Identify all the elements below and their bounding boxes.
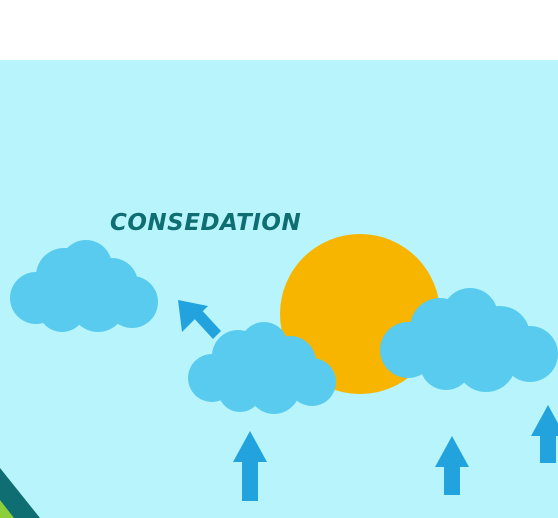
up-arrow-icon (435, 436, 469, 495)
cloud-icon (10, 240, 158, 332)
top-blank-area (0, 0, 558, 60)
up-arrow-icon (233, 431, 267, 501)
ground-dark (0, 468, 40, 518)
condensation-label: CONSEDATION (110, 210, 302, 236)
cloud-icon (380, 288, 558, 392)
up-arrow-icon (531, 405, 558, 463)
cloud-icon (188, 322, 336, 414)
diagonal-arrow-icon (178, 300, 221, 339)
ground-light (0, 500, 14, 518)
